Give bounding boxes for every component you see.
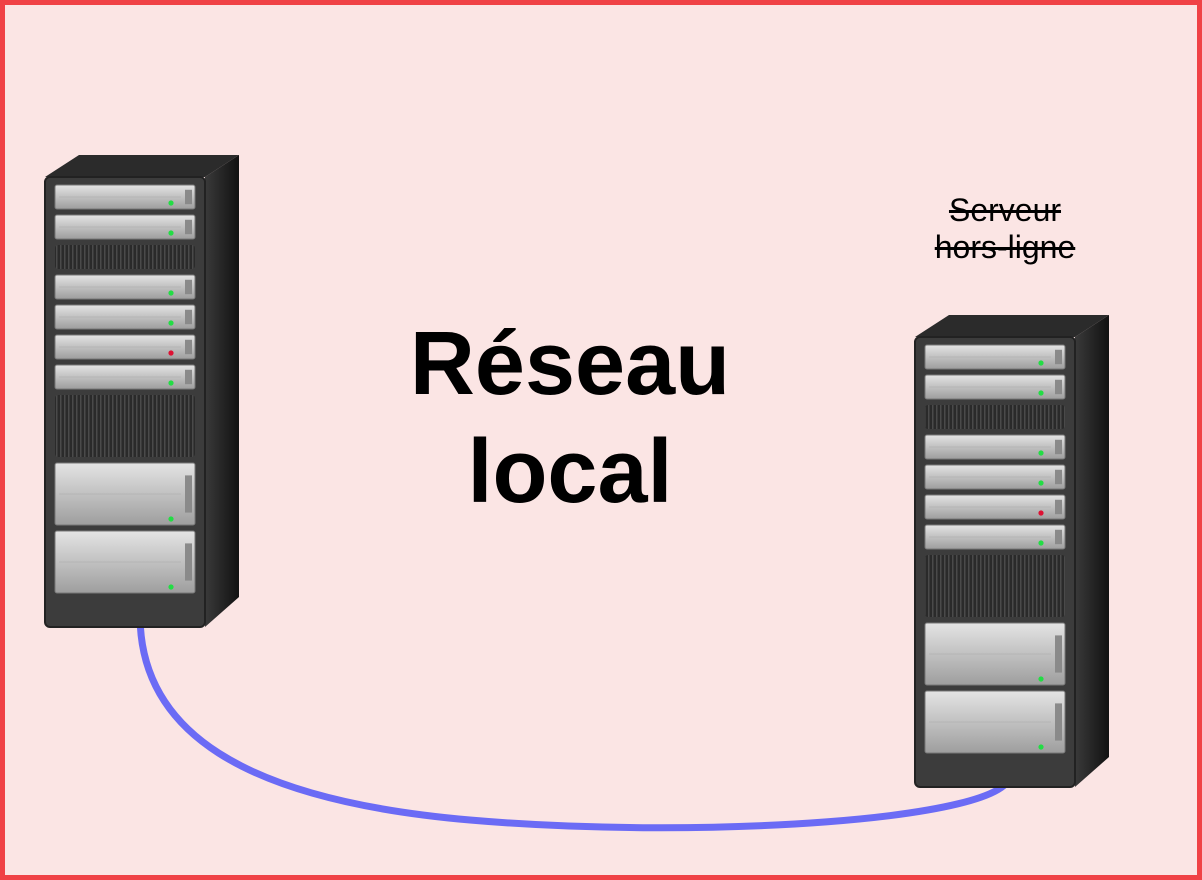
vent-grille — [55, 245, 195, 269]
vent-grille — [925, 555, 1065, 617]
bay-handle — [1055, 469, 1062, 485]
bay-handle — [185, 543, 192, 581]
title-line-1: Réseau — [409, 314, 731, 414]
bay-handle — [185, 219, 192, 235]
status-led — [168, 290, 174, 296]
title-line-2: local — [467, 422, 673, 522]
status-led — [1038, 744, 1044, 750]
status-led — [168, 380, 174, 386]
bay-handle — [185, 279, 192, 295]
status-led — [168, 350, 174, 356]
status-led — [168, 200, 174, 206]
vent-grille — [925, 405, 1065, 429]
server-left-icon — [44, 155, 239, 628]
offline-label-line-2: hors-ligne — [934, 229, 1076, 265]
status-led — [1038, 480, 1044, 486]
offline-label-line-1: Serveur — [948, 192, 1062, 228]
status-led — [168, 516, 174, 522]
bay-handle — [1055, 439, 1062, 455]
status-led — [168, 230, 174, 236]
status-led — [1038, 676, 1044, 682]
status-led — [1038, 450, 1044, 456]
network-cable — [136, 611, 1014, 832]
vent-grille — [55, 395, 195, 457]
server-right-icon — [914, 315, 1109, 788]
bay-handle — [1055, 379, 1062, 395]
status-led — [168, 584, 174, 590]
status-led — [1038, 510, 1044, 516]
status-led — [168, 320, 174, 326]
bay-handle — [185, 475, 192, 513]
bay-handle — [1055, 529, 1062, 545]
bay-handle — [1055, 499, 1062, 515]
status-led — [1038, 540, 1044, 546]
bay-handle — [185, 189, 192, 205]
rack-side — [205, 155, 239, 627]
rack-top — [915, 315, 1109, 337]
status-led — [1038, 360, 1044, 366]
offline-server-label: Serveur hors-ligne — [880, 192, 1130, 266]
bay-handle — [1055, 635, 1062, 673]
bay-handle — [185, 339, 192, 355]
bay-handle — [1055, 703, 1062, 741]
rack-side — [1075, 315, 1109, 787]
bay-handle — [185, 369, 192, 385]
bay-handle — [1055, 349, 1062, 365]
status-led — [1038, 390, 1044, 396]
rack-top — [45, 155, 239, 177]
bay-handle — [185, 309, 192, 325]
network-title: Réseau local — [330, 310, 810, 526]
